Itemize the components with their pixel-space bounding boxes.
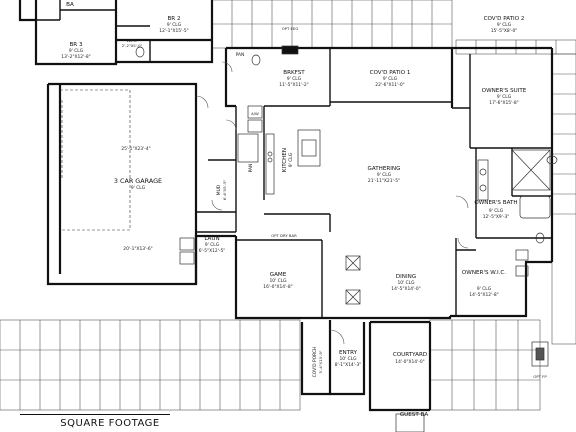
bottom-paving-grid — [0, 319, 541, 411]
svg-text:6'-6"X5'-5": 6'-6"X5'-5" — [222, 179, 227, 200]
svg-text:15'-5"X8'-0": 15'-5"X8'-0" — [491, 28, 518, 34]
svg-text:8'-1"X14'-3": 8'-1"X14'-3" — [335, 362, 362, 368]
svg-text:OPT EEG: OPT EEG — [282, 26, 299, 31]
interior-walls — [36, 0, 552, 318]
svg-text:9' CLG: 9' CLG — [288, 152, 294, 167]
room-owners-bath-label: OWNER'S BATH 9' CLG 12'-5"X9'-3" — [474, 200, 517, 220]
svg-text:ENTRY: ENTRY — [339, 350, 358, 356]
annotation-opt-fp: OPT FP — [533, 374, 547, 379]
svg-text:9' CLG: 9' CLG — [205, 242, 220, 248]
svg-text:3 CAR GARAGE: 3 CAR GARAGE — [114, 177, 162, 185]
svg-text:MUD: MUD — [216, 184, 222, 195]
svg-text:13'-2"X12'-8": 13'-2"X12'-8" — [61, 54, 90, 60]
room-pantry-label: PAN — [248, 164, 254, 173]
svg-text:PAN: PAN — [248, 164, 254, 173]
annotation-aw: A/W — [251, 111, 259, 116]
svg-text:14'-0"X14'-0": 14'-0"X14'-0" — [395, 359, 424, 365]
fixtures — [61, 45, 558, 432]
svg-text:9' CLG: 9' CLG — [497, 94, 512, 100]
svg-text:21'-11"X21'-5": 21'-11"X21'-5" — [368, 178, 400, 184]
square-footage-title: SQUARE FOOTAGE — [60, 418, 160, 429]
svg-text:9' CLG: 9' CLG — [489, 208, 504, 214]
svg-text:22'-6"X11'-0": 22'-6"X11'-0" — [375, 82, 404, 88]
svg-text:9' CLG: 9' CLG — [497, 22, 512, 28]
room-brkfst-label: BRKFST 9' CLG 11'-5"X11'-2" — [279, 70, 308, 88]
room-covd-porch-label: COV'D PORCH 5'-4"X13'-9" — [312, 347, 323, 378]
svg-text:BR 3: BR 3 — [69, 42, 83, 48]
svg-text:COV'D PATIO 1: COV'D PATIO 1 — [370, 70, 411, 76]
room-wic-small-label: W.I.C. 2'-2"X5'-0" — [122, 38, 143, 48]
svg-text:OWNER'S SUITE: OWNER'S SUITE — [482, 88, 527, 94]
svg-text:DINING: DINING — [396, 274, 416, 280]
svg-text:9' CLG: 9' CLG — [383, 76, 398, 82]
annotation-opt-dry-bar: OPT DRY BAR — [271, 233, 297, 238]
room-pan-top-label: PAN — [236, 52, 245, 58]
svg-text:9' CLG: 9' CLG — [167, 22, 182, 28]
svg-text:KITCHEN: KITCHEN — [282, 148, 288, 172]
room-owners-wic-label: OWNER'S W.I.C. 9' CLG 14'-5"X12'-8" — [462, 270, 506, 298]
svg-text:GATHERING: GATHERING — [368, 166, 401, 172]
svg-text:12'-1"X15'-5": 12'-1"X15'-5" — [159, 28, 188, 34]
svg-text:9' CLG: 9' CLG — [131, 185, 146, 191]
svg-text:9' CLG: 9' CLG — [287, 76, 302, 82]
room-covd-patio1-label: COV'D PATIO 1 9' CLG 22'-6"X11'-0" — [370, 70, 411, 88]
room-guest-bath-label: GUEST BA — [400, 412, 429, 418]
svg-text:9' CLG: 9' CLG — [477, 286, 492, 292]
exterior-walls — [18, 0, 554, 412]
right-paving-grid — [551, 53, 576, 345]
svg-text:5'-4"X13'-9": 5'-4"X13'-9" — [318, 350, 323, 373]
room-mud-label: MUD 6'-6"X5'-5" — [216, 179, 227, 200]
room-kitchen-label: KITCHEN 9' CLG — [282, 148, 294, 172]
svg-text:BA: BA — [66, 2, 74, 8]
room-bath-label: BA — [66, 2, 74, 8]
svg-text:OWNER'S BATH: OWNER'S BATH — [474, 200, 517, 206]
svg-text:6'-5"X12'-5": 6'-5"X12'-5" — [199, 248, 226, 254]
annotation-opt-eeg: OPT EEG — [282, 26, 299, 31]
svg-text:OWNER'S W.I.C.: OWNER'S W.I.C. — [462, 270, 506, 276]
garage-door-outline — [60, 89, 131, 231]
svg-text:BRKFST: BRKFST — [283, 70, 305, 76]
room-covd-patio2-label: COV'D PATIO 2 9' CLG 15'-5"X8'-0" — [484, 16, 525, 34]
room-owners-suite-label: OWNER'S SUITE 9' CLG 17'-6"X15'-8" — [482, 88, 527, 106]
svg-text:16'-0"X14'-8": 16'-0"X14'-8" — [263, 284, 292, 290]
svg-text:10' CLG: 10' CLG — [339, 356, 357, 362]
svg-text:OPT FP: OPT FP — [533, 374, 547, 379]
svg-text:GUEST BA: GUEST BA — [400, 412, 429, 418]
room-gathering-label: GATHERING 9' CLG 21'-11"X21'-5" — [368, 166, 401, 184]
footer-rule — [20, 414, 170, 415]
svg-text:GAME: GAME — [270, 272, 287, 278]
room-laun-label: LAUN 9' CLG 6'-5"X12'-5" — [199, 236, 226, 254]
room-courtyard-label: COURTYARD 14'-0"X14'-0" — [393, 352, 427, 365]
room-entry-label: ENTRY 10' CLG 8'-1"X14'-3" — [335, 350, 362, 368]
svg-text:14'-5"X12'-8": 14'-5"X12'-8" — [469, 292, 498, 298]
room-game-label: GAME 10' CLG 16'-0"X14'-8" — [263, 272, 292, 290]
room-dining-label: DINING 10' CLG 14'-5"X14'-0" — [391, 274, 420, 292]
svg-text:W.I.C.: W.I.C. — [127, 38, 138, 43]
svg-text:BR 2: BR 2 — [167, 16, 180, 22]
svg-text:25'-1"X23'-4": 25'-1"X23'-4" — [121, 146, 150, 152]
svg-text:10' CLG: 10' CLG — [397, 280, 415, 286]
svg-text:17'-6"X15'-8": 17'-6"X15'-8" — [489, 100, 518, 106]
svg-text:2'-2"X5'-0": 2'-2"X5'-0" — [122, 43, 143, 48]
room-bed2-label: BR 2 9' CLG 12'-1"X15'-5" — [159, 16, 188, 34]
svg-text:20'-1"X13'-6": 20'-1"X13'-6" — [123, 246, 152, 252]
room-garage-label: 25'-1"X23'-4" 3 CAR GARAGE 9' CLG 20'-1"… — [114, 146, 162, 252]
svg-text:14'-5"X14'-0": 14'-5"X14'-0" — [391, 286, 420, 292]
svg-text:9' CLG: 9' CLG — [69, 48, 84, 54]
svg-text:12'-5"X9'-3": 12'-5"X9'-3" — [483, 214, 510, 220]
svg-text:OPT DRY BAR: OPT DRY BAR — [271, 233, 297, 238]
svg-text:9' CLG: 9' CLG — [377, 172, 392, 178]
top-paving-grid — [211, 0, 576, 55]
svg-text:11'-5"X11'-2": 11'-5"X11'-2" — [279, 82, 308, 88]
svg-text:10' CLG: 10' CLG — [269, 278, 287, 284]
svg-text:A/W: A/W — [251, 111, 259, 116]
svg-text:PAN: PAN — [236, 52, 245, 58]
door-swings — [195, 61, 469, 345]
room-bed3-label: BR 3 9' CLG 13'-2"X12'-8" — [61, 42, 90, 60]
svg-text:COURTYARD: COURTYARD — [393, 352, 427, 358]
svg-text:LAUN: LAUN — [204, 236, 219, 242]
svg-text:COV'D PORCH: COV'D PORCH — [312, 347, 318, 378]
svg-text:COV'D PATIO 2: COV'D PATIO 2 — [484, 16, 525, 22]
